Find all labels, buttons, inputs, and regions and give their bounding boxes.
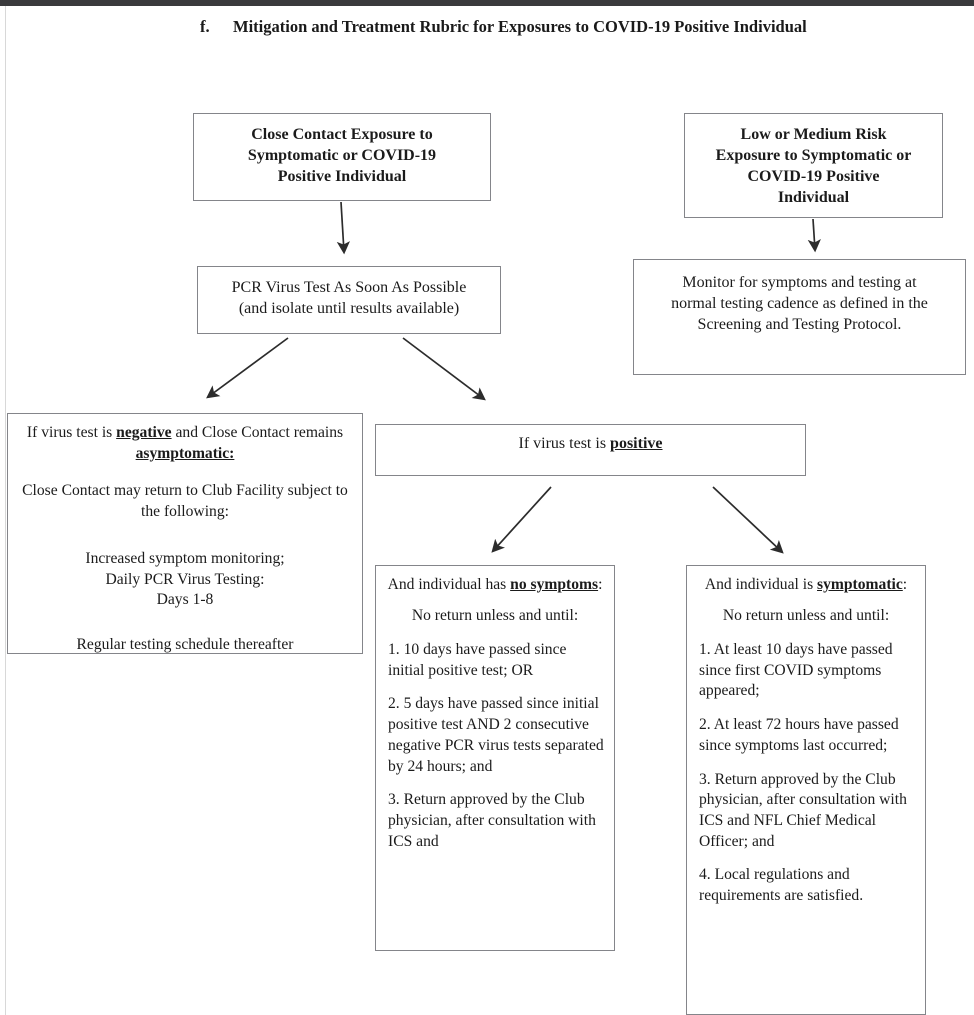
box-line: Screening and Testing Protocol. <box>697 316 902 334</box>
symptomatic-item: 2. At least 72 hours have passed since s… <box>699 716 899 754</box>
symptomatic-subtitle: No return unless and until: <box>722 607 890 625</box>
arrow-pcr-to-negative <box>206 337 289 399</box>
arrow-pcr-to-positive <box>402 337 486 401</box>
box-no-symptoms-outcome: And individual has no symptoms: No retur… <box>375 565 615 951</box>
box-line: Symptomatic or COVID-19 <box>247 147 437 165</box>
negative-monitoring-line: Days 1-8 <box>156 591 214 609</box>
box-line: (and isolate until results available) <box>238 300 460 318</box>
box-positive-test: If virus test is positive <box>375 424 806 476</box>
arrow-positive-to-no-symptoms <box>491 486 552 553</box>
negative-condition-pre: If virus test is <box>26 424 117 441</box>
box-line: Positive Individual <box>277 168 407 186</box>
negative-monitoring-line: Increased symptom monitoring; <box>85 550 285 568</box>
box-line: Individual <box>777 189 850 207</box>
symptomatic-items: 1. At least 10 days have passed since fi… <box>687 640 925 907</box>
negative-condition-mid: and Close Contact remains <box>171 424 344 441</box>
arrow-positive-to-symptomatic <box>712 486 784 554</box>
negative-return-text: Close Contact may return to Club Facilit… <box>22 482 348 520</box>
box-line: COVID-19 Positive <box>747 168 880 186</box>
asymptomatic-emphasis: asymptomatic: <box>135 444 235 462</box>
symptomatic-emphasis: symptomatic <box>817 576 903 593</box>
arrow-low-medium-to-monitor <box>807 218 821 253</box>
box-line: Close Contact Exposure to <box>251 126 433 143</box>
negative-condition: If virus test is negative and Close Cont… <box>8 414 362 464</box>
box-line: PCR Virus Test As Soon As Possible <box>231 279 467 296</box>
no-symptoms-item: 1. 10 days have passed since initial pos… <box>388 640 567 679</box>
box-line: Low or Medium Risk <box>740 126 887 143</box>
symptomatic-item: 4. Local regulations and requirements ar… <box>699 866 864 905</box>
negative-monitoring-block: Increased symptom monitoring; Daily PCR … <box>8 522 362 611</box>
symptomatic-title: And individual is symptomatic: <box>687 566 925 595</box>
negative-emphasis: negative <box>116 424 172 441</box>
symptomatic-title-post: : <box>902 576 908 593</box>
box-line: normal testing cadence as defined in the <box>671 295 928 313</box>
section-title: Mitigation and Treatment Rubric for Expo… <box>233 17 807 36</box>
section-marker: f. <box>200 17 210 36</box>
no-symptoms-subtitle: No return unless and until: <box>411 607 579 625</box>
symptomatic-item: 3. Return approved by the Club physician… <box>699 770 907 850</box>
page-left-edge <box>5 6 6 1015</box>
positive-test-text: If virus test is positive <box>376 425 805 454</box>
no-symptoms-item: 2. 5 days have passed since initial posi… <box>388 695 604 775</box>
box-line: Exposure to Symptomatic or <box>715 147 912 165</box>
negative-monitoring-line: Daily PCR Virus Testing: <box>105 570 265 588</box>
symptomatic-title-pre: And individual is <box>704 576 818 593</box>
box-symptomatic-outcome: And individual is symptomatic: No return… <box>686 565 926 1015</box>
negative-regular-testing: Regular testing schedule thereafter <box>76 636 294 654</box>
section-heading: f. Mitigation and Treatment Rubric for E… <box>200 16 840 38</box>
box-monitor-symptoms: Monitor for symptoms and testing at norm… <box>633 259 966 375</box>
box-pcr-virus-test: PCR Virus Test As Soon As Possible (and … <box>197 266 501 334</box>
no-symptoms-title-post: : <box>598 576 603 593</box>
no-symptoms-title-pre: And individual has <box>387 576 511 593</box>
no-symptoms-emphasis: no symptoms <box>510 576 599 593</box>
arrow-close-contact-to-pcr <box>336 201 350 255</box>
box-close-contact-exposure: Close Contact Exposure to Symptomatic or… <box>193 113 491 201</box>
scan-edge-bar <box>0 0 974 6</box>
no-symptoms-item: 3. Return approved by the Club physician… <box>388 791 596 850</box>
no-symptoms-items: 1. 10 days have passed since initial pos… <box>376 640 614 853</box>
box-low-medium-risk-exposure: Low or Medium Risk Exposure to Symptomat… <box>684 113 943 218</box>
box-line: Monitor for symptoms and testing at <box>682 274 917 291</box>
positive-test-pre: If virus test is <box>518 435 611 452</box>
no-symptoms-title: And individual has no symptoms: <box>376 566 614 595</box>
positive-emphasis: positive <box>610 435 663 452</box>
symptomatic-item: 1. At least 10 days have passed since fi… <box>699 640 893 700</box>
box-negative-outcome: If virus test is negative and Close Cont… <box>7 413 363 654</box>
